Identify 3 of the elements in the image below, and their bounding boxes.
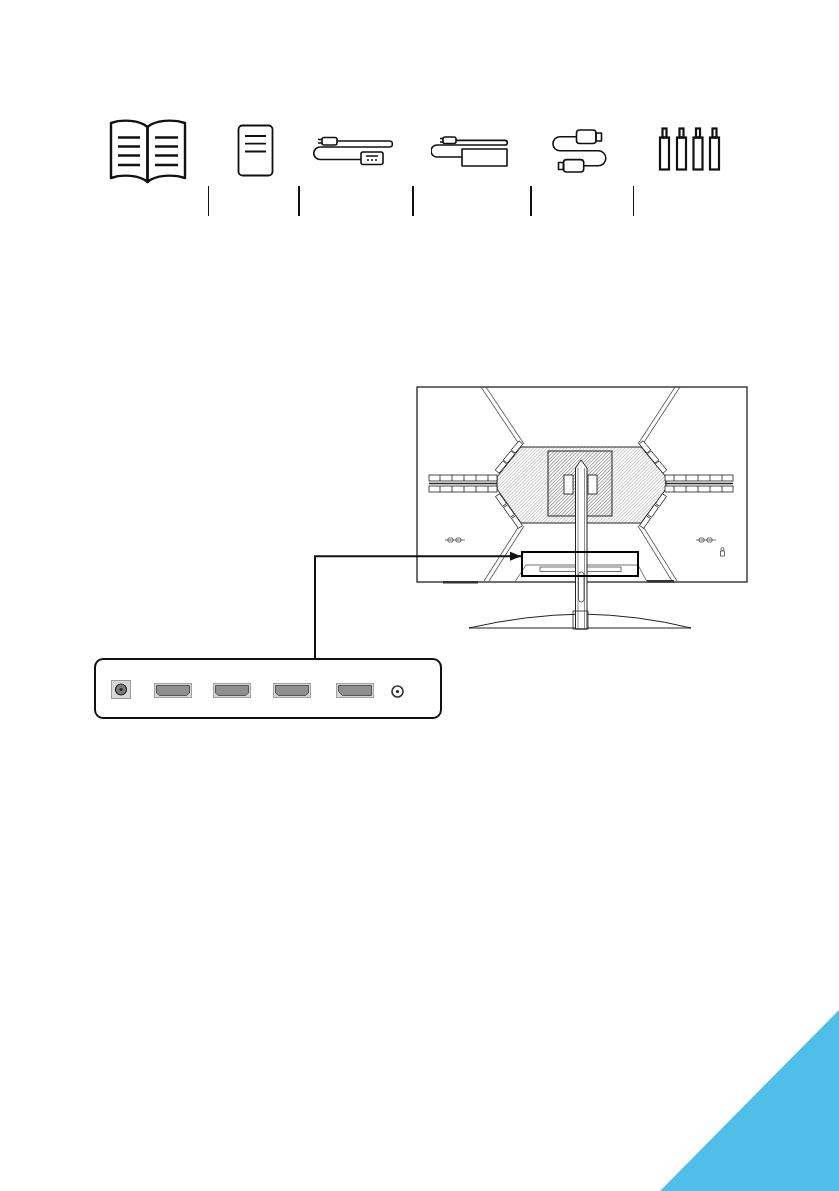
arrow <box>314 551 522 659</box>
highlight-frame <box>521 551 639 577</box>
port-panel <box>94 658 442 719</box>
